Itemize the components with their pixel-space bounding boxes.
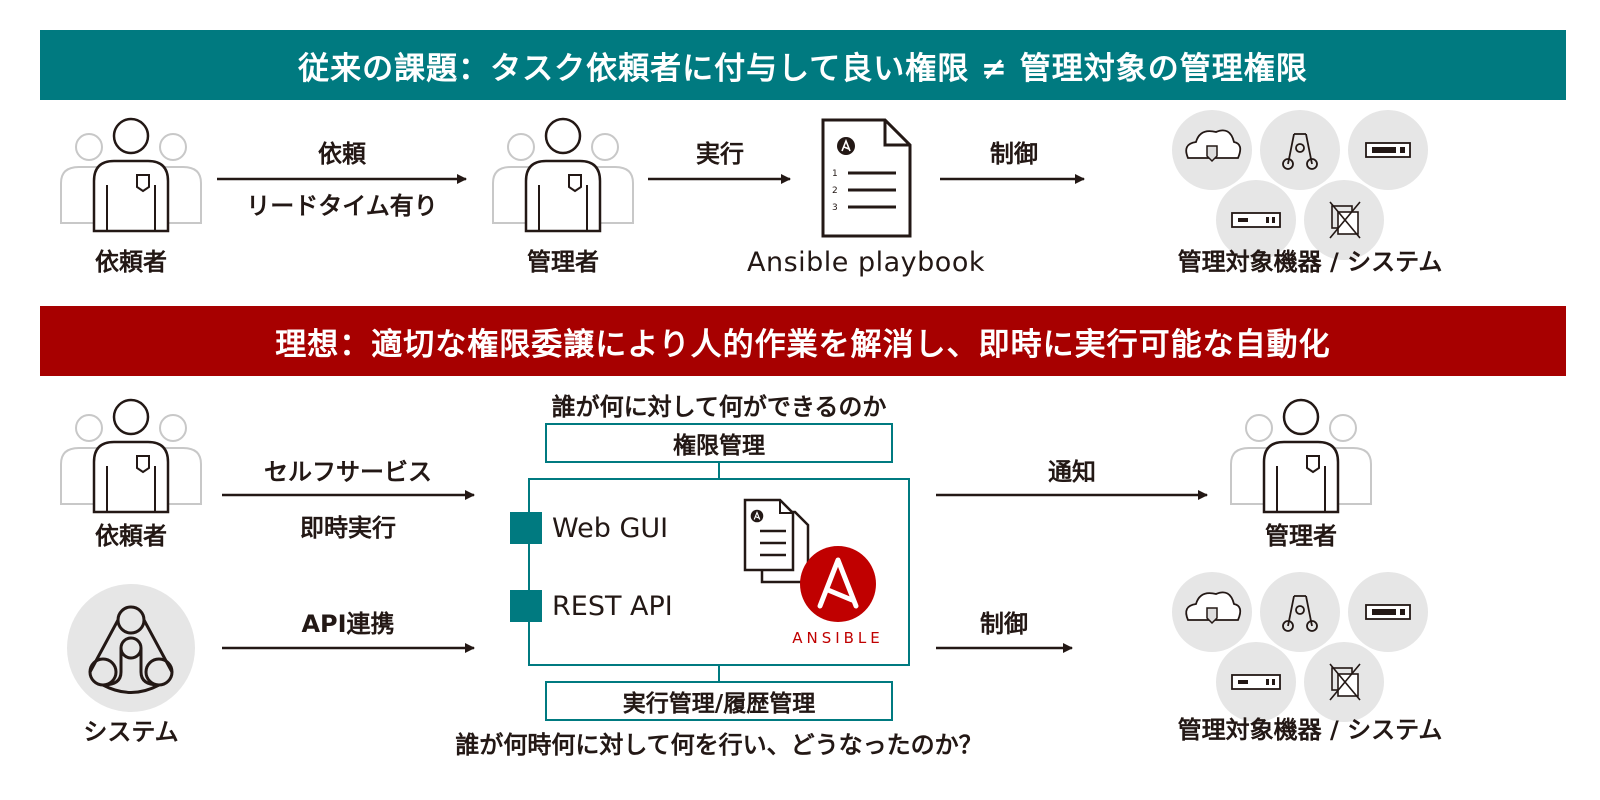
- notify-label: 通知: [1048, 458, 1096, 486]
- top-control-label: 制御: [990, 140, 1038, 168]
- top-requester-label: 依頼者: [95, 248, 167, 276]
- admin-icon-bottom: [1229, 398, 1373, 514]
- bottom-banner: 理想：適切な権限委譲により人的作業を解消し、即時に実行可能な自動化: [40, 306, 1566, 376]
- system-label: システム: [83, 718, 179, 746]
- web-gui-label: Web GUI: [552, 512, 669, 544]
- bottom-control-label: 制御: [980, 610, 1028, 638]
- ansible-logo-icon: [800, 546, 876, 622]
- top-execute-label: 実行: [696, 140, 744, 168]
- self-service-label: セルフサービス: [264, 458, 432, 486]
- rest-api-marker: [510, 590, 542, 622]
- ansible-logo-text: ANSIBLE: [792, 629, 884, 647]
- devices-icon-bottom: [1171, 571, 1429, 723]
- system-icon: [67, 584, 195, 712]
- web-gui-marker: [510, 512, 542, 544]
- requester-icon-top: [59, 117, 203, 233]
- lead-time-label: リードタイム有り: [246, 192, 438, 220]
- rest-api-interface: REST API: [510, 590, 673, 622]
- playbooks-stack-icon: [743, 498, 810, 584]
- svg-text:1: 1: [832, 169, 838, 179]
- svg-text:2: 2: [832, 186, 838, 196]
- permission-management-box: 権限管理: [545, 423, 893, 463]
- bottom-targets-label: 管理対象機器 / システム: [1177, 716, 1443, 744]
- playbook-label: Ansible playbook: [747, 247, 985, 278]
- rest-api-label: REST API: [552, 590, 673, 622]
- top-banner: 従来の課題：タスク依頼者に付与して良い権限 ≠ 管理対象の管理権限: [40, 30, 1566, 100]
- top-targets-label: 管理対象機器 / システム: [1177, 248, 1443, 276]
- instant-exec-label: 即時実行: [300, 514, 396, 542]
- svg-text:3: 3: [832, 203, 838, 213]
- request-label: 依頼: [318, 140, 366, 168]
- bottom-admin-label: 管理者: [1265, 522, 1337, 550]
- exec-history-box: 実行管理/履歴管理: [545, 681, 893, 721]
- devices-icon-top: [1171, 109, 1429, 261]
- who-what-caption: 誰が何に対して何ができるのか: [551, 393, 887, 421]
- admin-icon-top: [491, 117, 635, 233]
- api-link-label: API連携: [301, 610, 395, 638]
- bottom-requester-label: 依頼者: [95, 522, 167, 550]
- top-admin-label: 管理者: [527, 248, 599, 276]
- playbook-document-icon: 1 2 3: [821, 118, 912, 238]
- who-when-caption: 誰が何時何に対して何を行い、どうなったのか？: [455, 731, 983, 759]
- requester-icon-bottom: [59, 398, 203, 514]
- web-gui-interface: Web GUI: [510, 512, 668, 544]
